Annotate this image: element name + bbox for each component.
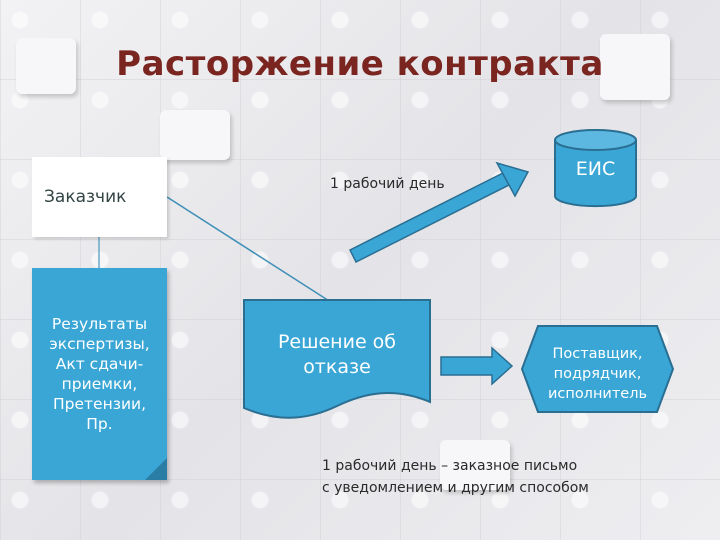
right-arrow-to-supplier: [440, 346, 514, 386]
puzzle-piece-decor: [160, 110, 230, 160]
supplier-line: подрядчик,: [553, 366, 642, 382]
one-day-label: 1 рабочий день: [330, 176, 445, 192]
results-line: Пр.: [86, 415, 113, 433]
results-line: Акт сдачи-: [55, 355, 144, 373]
decision-line: отказе: [303, 356, 371, 378]
supplier-hexagon: Поставщик, подрядчик, исполнитель: [520, 324, 675, 414]
customer-label: Заказчик: [44, 187, 127, 207]
eis-database-cylinder: ЕИС: [553, 128, 638, 208]
customer-to-decision-line: [166, 196, 338, 307]
supplier-line: исполнитель: [547, 386, 648, 402]
notice-note: 1 рабочий день – заказное письмо с уведо…: [322, 455, 589, 499]
notice-line: с уведомлением и другим способом: [322, 480, 589, 496]
page-title: Расторжение контракта: [116, 44, 604, 84]
supplier-line: Поставщик,: [552, 346, 643, 362]
results-line: Результаты: [51, 315, 148, 333]
results-line: экспертизы,: [49, 335, 150, 353]
notice-line: 1 рабочий день – заказное письмо: [322, 458, 578, 474]
results-line: Претензии,: [52, 395, 147, 413]
folded-corner: [145, 458, 167, 480]
puzzle-piece-decor: [440, 440, 510, 490]
puzzle-piece-decor: [600, 34, 670, 100]
decision-line: Решение об: [277, 331, 397, 353]
customer-box: Заказчик: [32, 157, 167, 237]
results-line: приемки,: [61, 375, 138, 393]
eis-label: ЕИС: [575, 158, 616, 180]
puzzle-piece-decor: [16, 38, 76, 94]
results-document-box: Результаты экспертизы, Акт сдачи- приемк…: [32, 268, 167, 480]
decision-document-shape: Решение об отказе: [242, 298, 432, 423]
diagonal-arrow-to-eis: [348, 161, 530, 264]
